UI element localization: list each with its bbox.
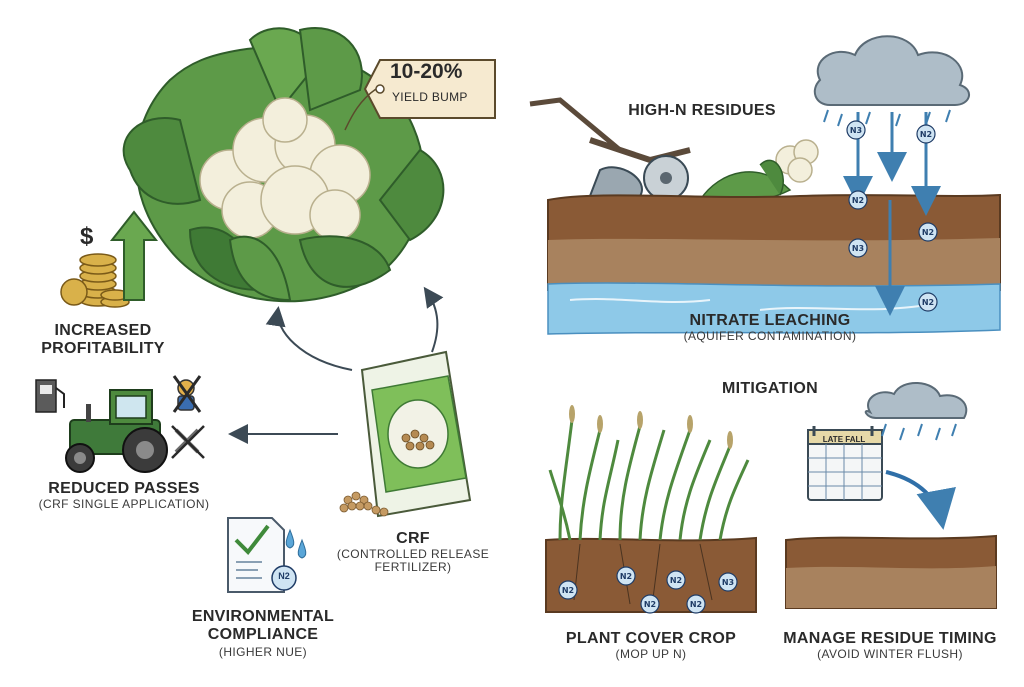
residues-label: HIGH-N RESIDUES [628,102,776,119]
calendar-label: LATE FALL [822,435,866,444]
profitability-line1: INCREASED [54,322,152,339]
crf-subtitle-line1: (CONTROLLED RELEASE [336,546,490,561]
residue-timing-label: MANAGE RESIDUE TIMING (AVOID WINTER FLUS… [770,630,1010,661]
tractor-icon [65,389,168,473]
yield-tag-shape [344,59,496,131]
pellet-pile [339,491,389,517]
profit-coins-icon [60,210,159,308]
yield-percent: 10-20% [390,60,463,83]
no-tools-icon [171,425,205,459]
small-rain-cloud-icon [864,381,968,441]
cover-crop-icon [545,405,757,613]
crf-bag-icon [360,350,472,518]
bare-soil-icon [785,534,997,609]
timing-arrow [885,470,956,530]
crop-residue-icon [698,139,819,205]
arrow-crf-to-cauliflower-left [265,306,353,371]
compliance-badge: N2 [278,571,290,581]
ion-label: N2 [620,572,632,581]
yield-caption: YIELD BUMP [392,90,468,104]
profitability-line2: PROFITABILITY [41,339,165,357]
compliance-line1: ENVIRONMENTAL [191,608,335,625]
ion-label: N2 [644,600,656,609]
arrow-crf-to-cauliflower-right [423,286,444,353]
cover-crop-title: PLANT COVER CROP [565,630,737,647]
leaching-subtitle: (AQUIFER CONTAMINATION) [683,328,857,343]
yield-tag: 10-20% YIELD BUMP [374,54,504,118]
reduced-passes-label: REDUCED PASSES (CRF SINGLE APPLICATION) [14,480,234,511]
calendar-icon [807,426,883,501]
cover-crop-subtitle: (MOP UP N) [615,646,687,661]
residue-timing-subtitle: (AVOID WINTER FLUSH) [817,646,963,661]
ion-label: N2 [852,196,864,205]
cover-crop-label: PLANT COVER CROP (MOP UP N) [546,630,756,661]
ion-label: N2 [690,600,702,609]
compliance-label: ENVIRONMENTAL COMPLIANCE (HIGHER NUE) [178,608,348,659]
no-labor-icon [172,375,202,413]
cauliflower-illustration [122,27,445,303]
dollar-symbol: $ [80,223,94,250]
profitability-label: INCREASED PROFITABILITY [28,322,178,358]
fuel-pump-icon [35,379,65,413]
ion-label: N2 [922,228,934,237]
crf-label: CRF (CONTROLLED RELEASE FERTILIZER) [318,530,508,575]
ion-label: N3 [850,126,862,135]
compliance-document-icon [227,517,307,593]
reduced-passes-title: REDUCED PASSES [48,480,200,497]
crf-subtitle-line2: FERTILIZER) [374,560,452,575]
ion-label: N2 [920,130,932,139]
ion-label: N2 [922,298,934,307]
compliance-subtitle: (HIGHER NUE) [218,644,308,659]
mitigation-label: MITIGATION [721,380,819,397]
compliance-line2: COMPLIANCE [207,625,319,643]
soil-ions: N2 N2 N2 N2 N3 N2 [558,566,738,614]
residue-timing-title: MANAGE RESIDUE TIMING [783,630,997,647]
reduced-passes-subtitle: (CRF SINGLE APPLICATION) [38,496,210,511]
plow-icon [529,97,691,201]
leaching-label: NITRATE LEACHING (AQUIFER CONTAMINATION) [660,312,880,343]
leaching-title: NITRATE LEACHING [689,312,851,329]
ion-label: N2 [562,586,574,595]
ion-label: N3 [722,578,734,587]
nitrogen-ions: N3 N2 N2 N3 N2 N2 [846,120,938,312]
ion-label: N2 [670,576,682,585]
ion-label: N3 [852,244,864,253]
crf-title: CRF [396,530,430,547]
